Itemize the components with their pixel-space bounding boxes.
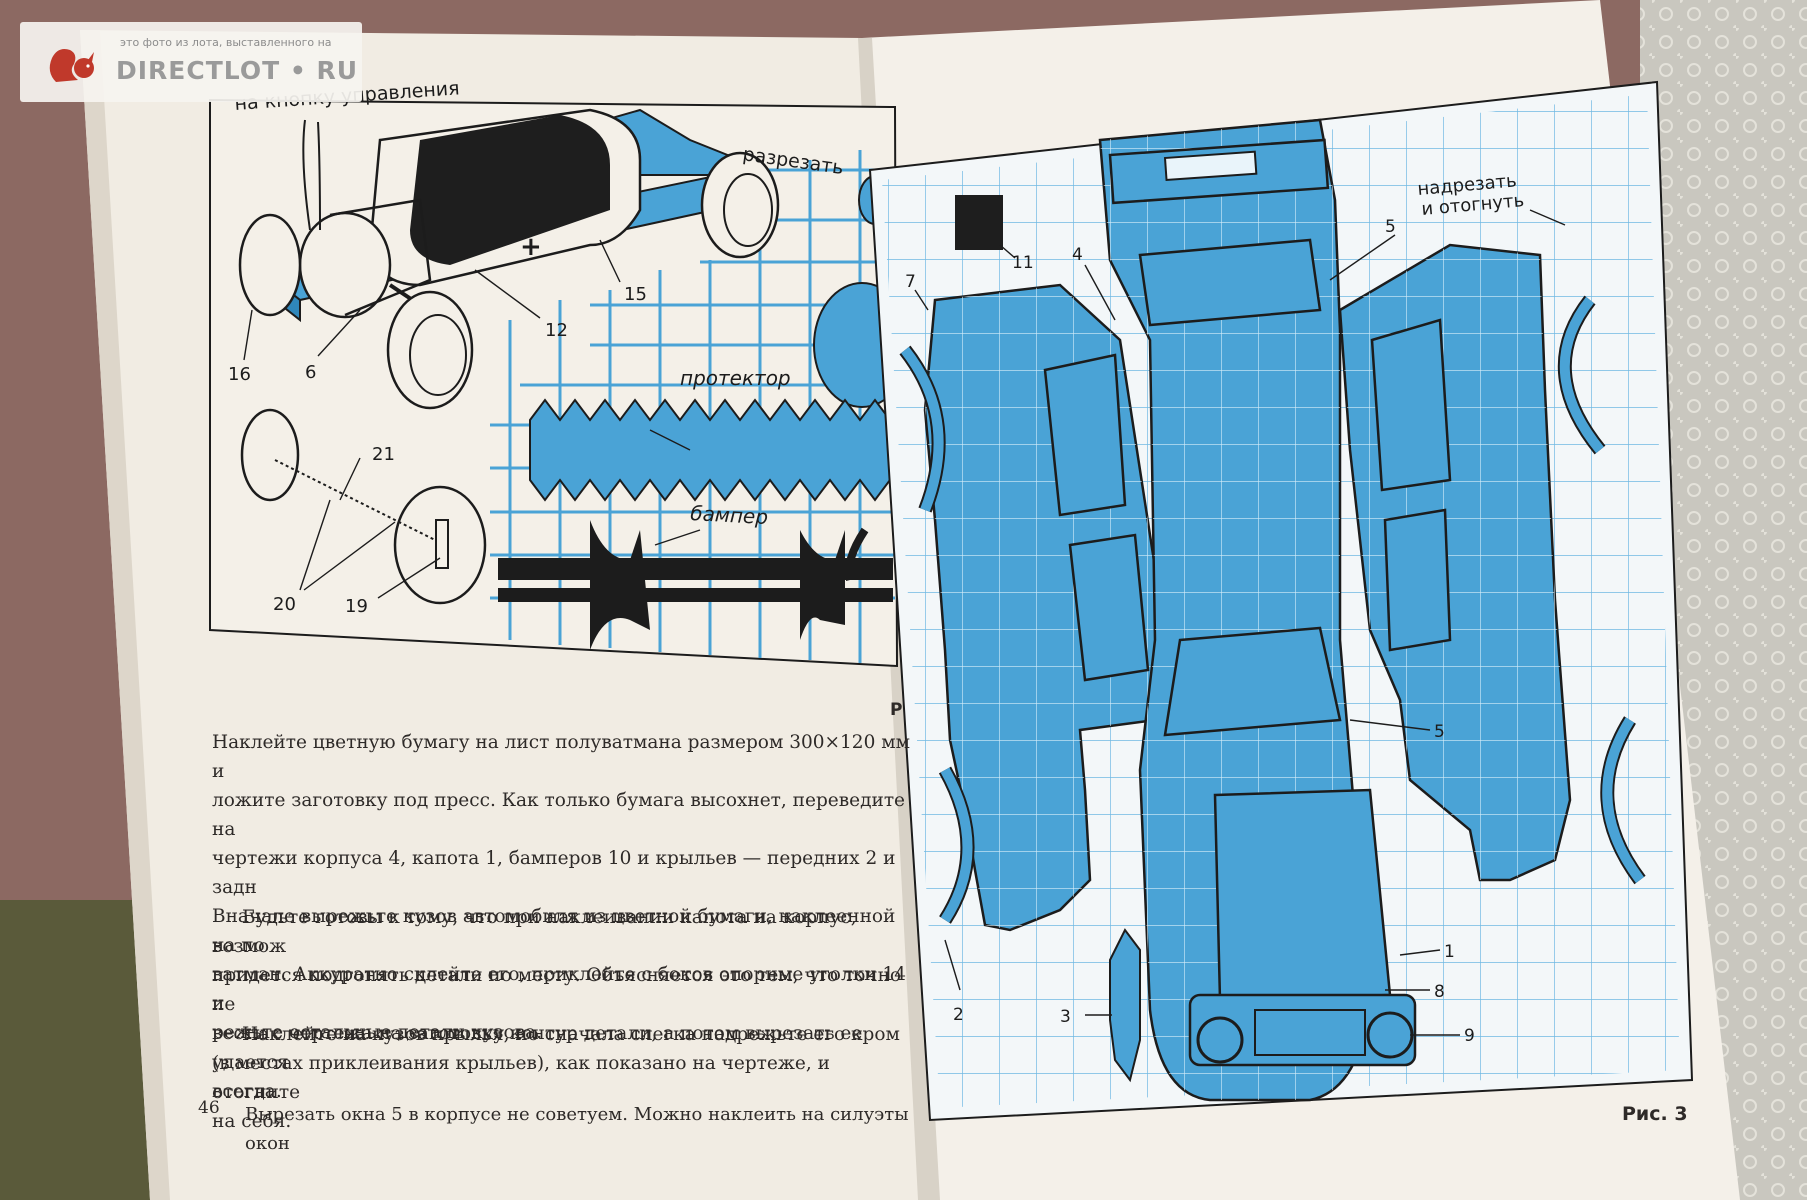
callout-2: 2	[953, 1005, 964, 1025]
paragraph-1: Наклейте цветную бумагу на лист полуватм…	[212, 732, 910, 1043]
svg-text:+: +	[520, 232, 542, 262]
callout-1: 1	[1444, 942, 1455, 962]
squirrel-logo-icon	[49, 49, 94, 82]
callout-15: 15	[624, 284, 647, 305]
callout-12: 12	[545, 320, 568, 341]
callout-4: 4	[1072, 245, 1083, 265]
callout-16: 16	[228, 364, 251, 385]
figure-caption: Рис. 3	[1622, 1103, 1688, 1125]
callout-20: 20	[273, 594, 296, 615]
callout-3: 3	[1060, 1007, 1071, 1027]
paragraph-2: Будьте готовы к тому, что при наклеивани…	[212, 907, 902, 1102]
callout-5-top: 5	[1385, 217, 1396, 237]
callout-21: 21	[372, 444, 395, 465]
label-tread: протектор	[680, 366, 791, 390]
callout-9: 9	[1464, 1026, 1475, 1046]
watermark-brand: DIRECTLOT • RU	[116, 56, 359, 85]
callout-7: 7	[905, 272, 916, 292]
callout-19: 19	[345, 596, 368, 617]
label-bumper: бампер	[690, 501, 769, 529]
watermark-subtitle: это фото из лота, выставленного на	[120, 36, 332, 49]
left-figure: +	[209, 77, 911, 668]
callout-8: 8	[1434, 982, 1445, 1002]
right-figure: надрезать и отогнуть 11 4 5 7 5 1 8 9 3 …	[868, 80, 1694, 1122]
callout-6: 6	[305, 362, 316, 383]
callout-5-bottom: 5	[1434, 722, 1445, 742]
paragraph-4: Вырезать окна 5 в корпусе не советуем. М…	[245, 1104, 909, 1154]
page-number: 46	[198, 1098, 220, 1118]
watermark-banner: это фото из лота, выставленного на DIREC…	[20, 22, 362, 102]
figure-caption-fragment: Р	[890, 700, 903, 720]
callout-11: 11	[1012, 253, 1034, 273]
paragraph-3: Наклейте на кузов крылья, но сначала сле…	[212, 1024, 900, 1132]
